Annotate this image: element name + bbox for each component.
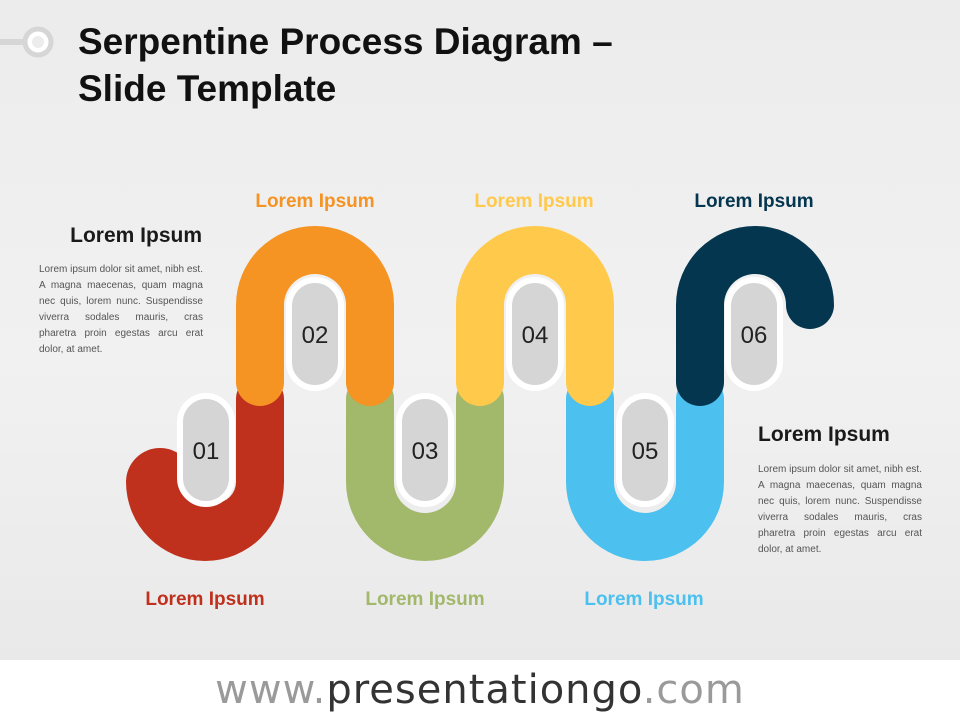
segment-02 xyxy=(236,226,394,406)
step-label-02: Lorem Ipsum xyxy=(255,191,375,212)
right-note-body: Lorem ipsum dolor sit amet, nibh est. A … xyxy=(758,464,922,555)
step-pill-01: 01 xyxy=(177,393,235,507)
title-line-2: Slide Template xyxy=(78,68,337,109)
step-pill-02: 02 xyxy=(286,277,344,391)
step-label-04: Lorem Ipsum xyxy=(474,191,594,212)
step-pill-06: 06 xyxy=(725,277,783,391)
segment-05 xyxy=(566,375,724,561)
step-number-05: 05 xyxy=(632,438,659,465)
footer-suffix: .com xyxy=(642,667,745,713)
step-pill-05: 05 xyxy=(616,393,674,507)
footer-main: presentationgo xyxy=(326,667,643,713)
left-note-body: Lorem ipsum dolor sit amet, nibh est. A … xyxy=(39,264,203,355)
step-number-04: 04 xyxy=(522,322,549,349)
step-pill-03: 03 xyxy=(396,393,454,507)
segment-06 xyxy=(676,226,834,406)
segment-01 xyxy=(126,375,284,561)
footer-url: www.presentationgo.com xyxy=(0,660,960,720)
serpentine-diagram: 01 02 03 04 05 06 xyxy=(126,226,834,561)
pin-icon xyxy=(0,26,54,58)
left-note-heading: Lorem Ipsum xyxy=(70,224,202,247)
page-title: Serpentine Process Diagram – Slide Templ… xyxy=(78,18,878,112)
footer-prefix: www. xyxy=(215,667,327,713)
step-number-02: 02 xyxy=(302,322,329,349)
step-number-06: 06 xyxy=(741,322,768,349)
step-number-03: 03 xyxy=(412,438,439,465)
step-label-03: Lorem Ipsum xyxy=(365,589,485,610)
step-pill-04: 04 xyxy=(506,277,564,391)
step-number-01: 01 xyxy=(193,438,220,465)
step-label-01: Lorem Ipsum xyxy=(145,589,265,610)
step-label-05: Lorem Ipsum xyxy=(584,589,704,610)
segment-03 xyxy=(346,375,504,561)
step-label-06: Lorem Ipsum xyxy=(694,191,814,212)
segment-04 xyxy=(456,226,614,406)
right-note-heading: Lorem Ipsum xyxy=(758,423,890,446)
title-line-1: Serpentine Process Diagram – xyxy=(78,21,613,62)
